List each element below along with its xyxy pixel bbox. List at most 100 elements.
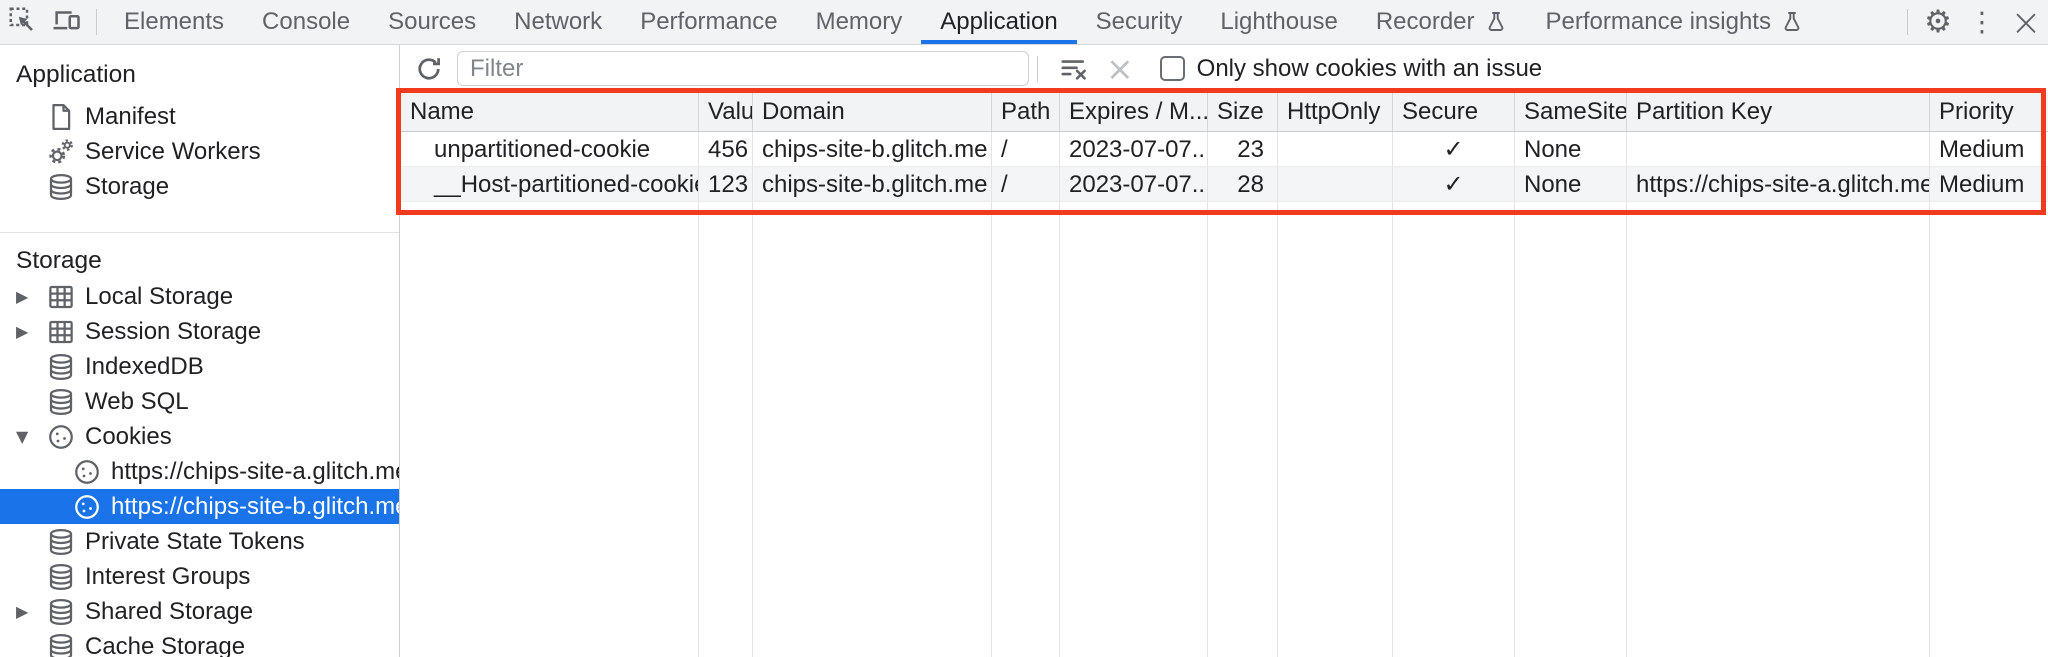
cookie-row-unpartitioned[interactable]: unpartitioned-cookie 456 chips-site-b.gl… (401, 132, 2048, 167)
filler-column (1515, 202, 1627, 657)
column-header-secure[interactable]: Secure (1393, 92, 1515, 131)
database-icon (46, 172, 76, 202)
sidebar-section-application: Application (16, 61, 136, 88)
filter-input[interactable] (457, 51, 1029, 86)
sidebar-item-label: Private State Tokens (85, 527, 305, 555)
only-show-issue-checkbox[interactable] (1159, 56, 1185, 81)
column-header-domain[interactable]: Domain (753, 92, 992, 131)
column-header-httponly[interactable]: HttpOnly (1278, 92, 1393, 131)
cell-priority: Medium (1939, 136, 2025, 163)
tab-elements[interactable]: Elements (105, 0, 243, 44)
sidebar-item-cache-storage[interactable]: Cache Storage (0, 629, 399, 657)
document-icon (46, 102, 76, 132)
only-show-issue-label[interactable]: Only show cookies with an issue (1196, 54, 1543, 82)
chevron-down-icon[interactable]: ▼ (16, 427, 29, 446)
column-header-path[interactable]: Path (992, 92, 1060, 131)
sidebar-item-interest-groups[interactable]: Interest Groups (0, 559, 399, 594)
sidebar-item-local-storage[interactable]: ▶ Local Storage (0, 279, 399, 314)
tab-label: Elements (124, 8, 225, 35)
sidebar-section-storage: Storage (16, 247, 102, 274)
cell-domain: chips-site-b.glitch.me (753, 132, 992, 166)
tab-console[interactable]: Console (243, 0, 369, 44)
tab-label: Lighthouse (1220, 8, 1338, 35)
sidebar-item-cookie-chips-site-b[interactable]: https://chips-site-b.glitch.me (0, 489, 399, 524)
inspect-cursor-icon (7, 5, 37, 40)
cookie-row-host-partitioned[interactable]: __Host-partitioned-cookie 123 chips-site… (401, 167, 2048, 202)
tab-sources[interactable]: Sources (369, 0, 495, 44)
chevron-right-icon[interactable]: ▶ (16, 322, 29, 341)
tab-label: Application (940, 8, 1058, 35)
cell-partition-key (1627, 132, 1930, 166)
filler-column (1930, 202, 2048, 657)
filler-column (1393, 202, 1515, 657)
cell-path: / (992, 167, 1060, 201)
tab-label: Memory (815, 8, 903, 35)
filler-column (753, 202, 992, 657)
cell-httponly (1278, 167, 1393, 201)
sidebar-item-label: https://chips-site-a.glitch.me (111, 457, 400, 485)
column-header-expires[interactable]: Expires / M... (1060, 92, 1208, 131)
delete-selected-icon[interactable]: × (1106, 49, 1134, 88)
column-header-name[interactable]: Name (401, 92, 699, 131)
column-header-size[interactable]: Size (1208, 92, 1278, 131)
tab-label: Security (1095, 8, 1183, 35)
filler-column (401, 202, 699, 657)
inspect-element-button[interactable] (0, 0, 44, 44)
cookies-table: Name Value Domain Path Expires / M... Si… (401, 92, 2048, 657)
database-icon (46, 387, 76, 417)
chevron-right-icon[interactable]: ▶ (16, 602, 29, 621)
tab-security[interactable]: Security (1077, 0, 1202, 44)
sidebar-item-private-state-tokens[interactable]: Private State Tokens (0, 524, 399, 559)
chevron-right-icon[interactable]: ▶ (16, 287, 29, 306)
tab-network[interactable]: Network (495, 0, 621, 44)
cell-httponly (1278, 132, 1393, 166)
filler-column (992, 202, 1060, 657)
close-devtools-button[interactable]: × (2004, 0, 2048, 44)
sidebar-item-shared-storage[interactable]: ▶ Shared Storage (0, 594, 399, 629)
column-header-priority[interactable]: Priority (1939, 98, 2014, 125)
sidebar-item-cookie-chips-site-a[interactable]: https://chips-site-a.glitch.me (0, 454, 399, 489)
tab-label: Console (262, 8, 351, 35)
sidebar-item-service-workers[interactable]: Service Workers (0, 134, 399, 169)
tabbar-divider (1907, 9, 1908, 35)
column-header-value[interactable]: Value (699, 92, 753, 131)
tab-performance[interactable]: Performance (621, 0, 796, 44)
sidebar-item-session-storage[interactable]: ▶ Session Storage (0, 314, 399, 349)
tab-label: Performance (640, 8, 778, 35)
settings-button[interactable]: ⚙ (1916, 0, 1960, 44)
cell-priority: Medium (1939, 171, 2025, 198)
cell-samesite: None (1515, 132, 1627, 166)
sidebar-item-manifest[interactable]: Manifest (0, 99, 399, 134)
refresh-icon (414, 54, 444, 84)
cell-secure-checkmark: ✓ (1393, 167, 1515, 201)
filler-column (1278, 202, 1393, 657)
tab-memory[interactable]: Memory (797, 0, 922, 44)
cookies-toolbar: × Only show cookies with an issue (401, 45, 2048, 92)
clear-filter-icon (1059, 54, 1089, 84)
sidebar-item-label: Shared Storage (85, 597, 254, 625)
database-icon (46, 352, 76, 382)
tab-recorder[interactable]: Recorder (1357, 0, 1527, 44)
cookies-panel: × Only show cookies with an issue Name V… (401, 45, 2048, 657)
panel-tabs: Elements Console Sources Network Perform… (105, 0, 1823, 44)
cell-value: 123 (699, 167, 753, 201)
cookie-icon (46, 422, 76, 452)
column-header-samesite[interactable]: SameSite (1515, 92, 1627, 131)
tab-lighthouse[interactable]: Lighthouse (1201, 0, 1356, 44)
tab-label: Performance insights (1545, 8, 1771, 35)
sidebar-item-indexeddb[interactable]: IndexedDB (0, 349, 399, 384)
tab-performance-insights[interactable]: Performance insights (1527, 0, 1823, 44)
sidebar-item-web-sql[interactable]: Web SQL (0, 384, 399, 419)
sidebar-item-cookies[interactable]: ▼ Cookies (0, 419, 399, 454)
database-icon (46, 597, 76, 627)
tab-application[interactable]: Application (921, 0, 1076, 44)
refresh-button[interactable] (414, 54, 444, 84)
device-toolbar-button[interactable] (44, 0, 88, 44)
sidebar-item-storage[interactable]: Storage (0, 169, 399, 204)
clear-all-button[interactable] (1059, 54, 1089, 84)
column-header-partition-key[interactable]: Partition Key (1627, 92, 1930, 131)
more-options-button[interactable]: ⋮ (1960, 0, 2004, 44)
devtools-tabbar: Elements Console Sources Network Perform… (0, 0, 2048, 45)
cell-value: 456 (699, 132, 753, 166)
